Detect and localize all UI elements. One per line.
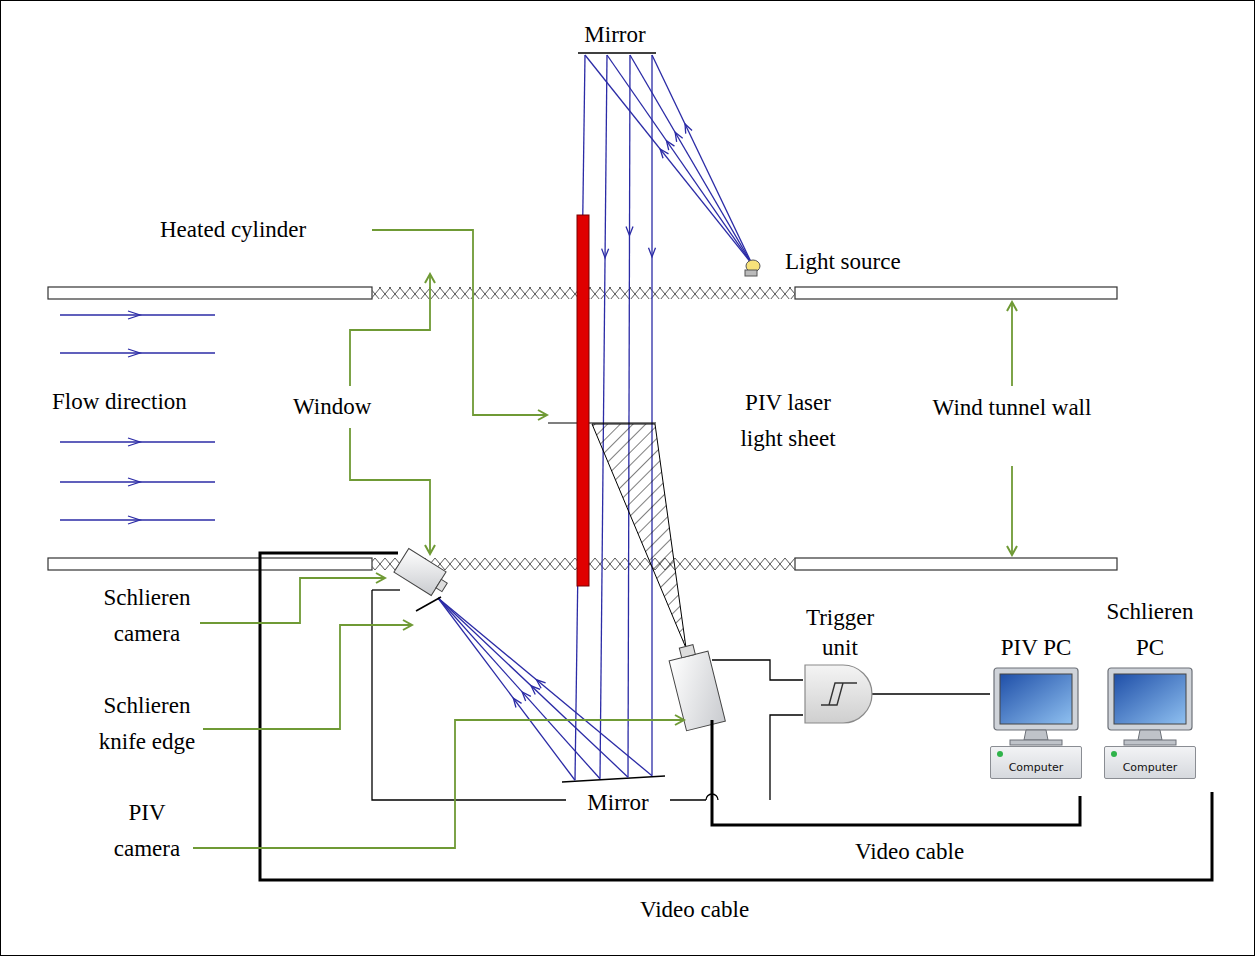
label-text: PIV camera [102,795,192,867]
label-text: Schlieren knife edge [92,688,202,760]
mirror [578,52,656,54]
node-heading: PIV PC [986,630,1086,666]
monitor-icon [1104,666,1196,746]
light-source [745,260,760,276]
schlieren-camera [394,548,452,599]
label-text: PIV laser light sheet [722,385,854,457]
case-text: Computer [1107,761,1193,774]
trigger-wires [372,590,803,800]
flow-arrows [60,311,215,524]
laser-sheet-line [548,422,656,423]
case-text: Computer [993,761,1079,774]
computer-case: Computer [1104,746,1196,779]
video-cables [260,553,1212,880]
knife-edge [416,597,441,611]
power-led [997,751,1003,757]
trigger-gate-symbol [803,663,878,725]
label-text: Video cable [855,834,964,870]
node-heading: Schlieren PC [1098,594,1203,666]
computer-case: Computer [990,746,1082,779]
label-text: Mirror [566,785,670,821]
computer-node: PIV PC Computer [985,630,1087,779]
power-led [1111,751,1117,757]
signal-wire [872,693,991,694]
mirror [562,776,665,782]
node-heading: Trigger unit [796,603,884,663]
monitor-icon [990,666,1082,746]
label-text: Wind tunnel wall [932,390,1092,426]
light-rays [438,55,752,780]
label-text: Window [293,389,371,425]
laser-sheet [592,424,686,648]
label-text: Flow direction [52,384,187,420]
label-text: Schlieren camera [92,580,202,652]
computer-node: Schlieren PC Computer [1095,594,1205,779]
piv-camera [667,641,726,730]
heated-cylinder [577,215,589,586]
label-text: Video cable [640,892,749,928]
label-text: Heated cylinder [160,212,306,248]
leader-lines [193,230,1012,848]
label-text: Mirror [570,17,660,53]
label-text: Light source [785,244,901,280]
trigger-unit: Trigger unit [795,603,885,725]
